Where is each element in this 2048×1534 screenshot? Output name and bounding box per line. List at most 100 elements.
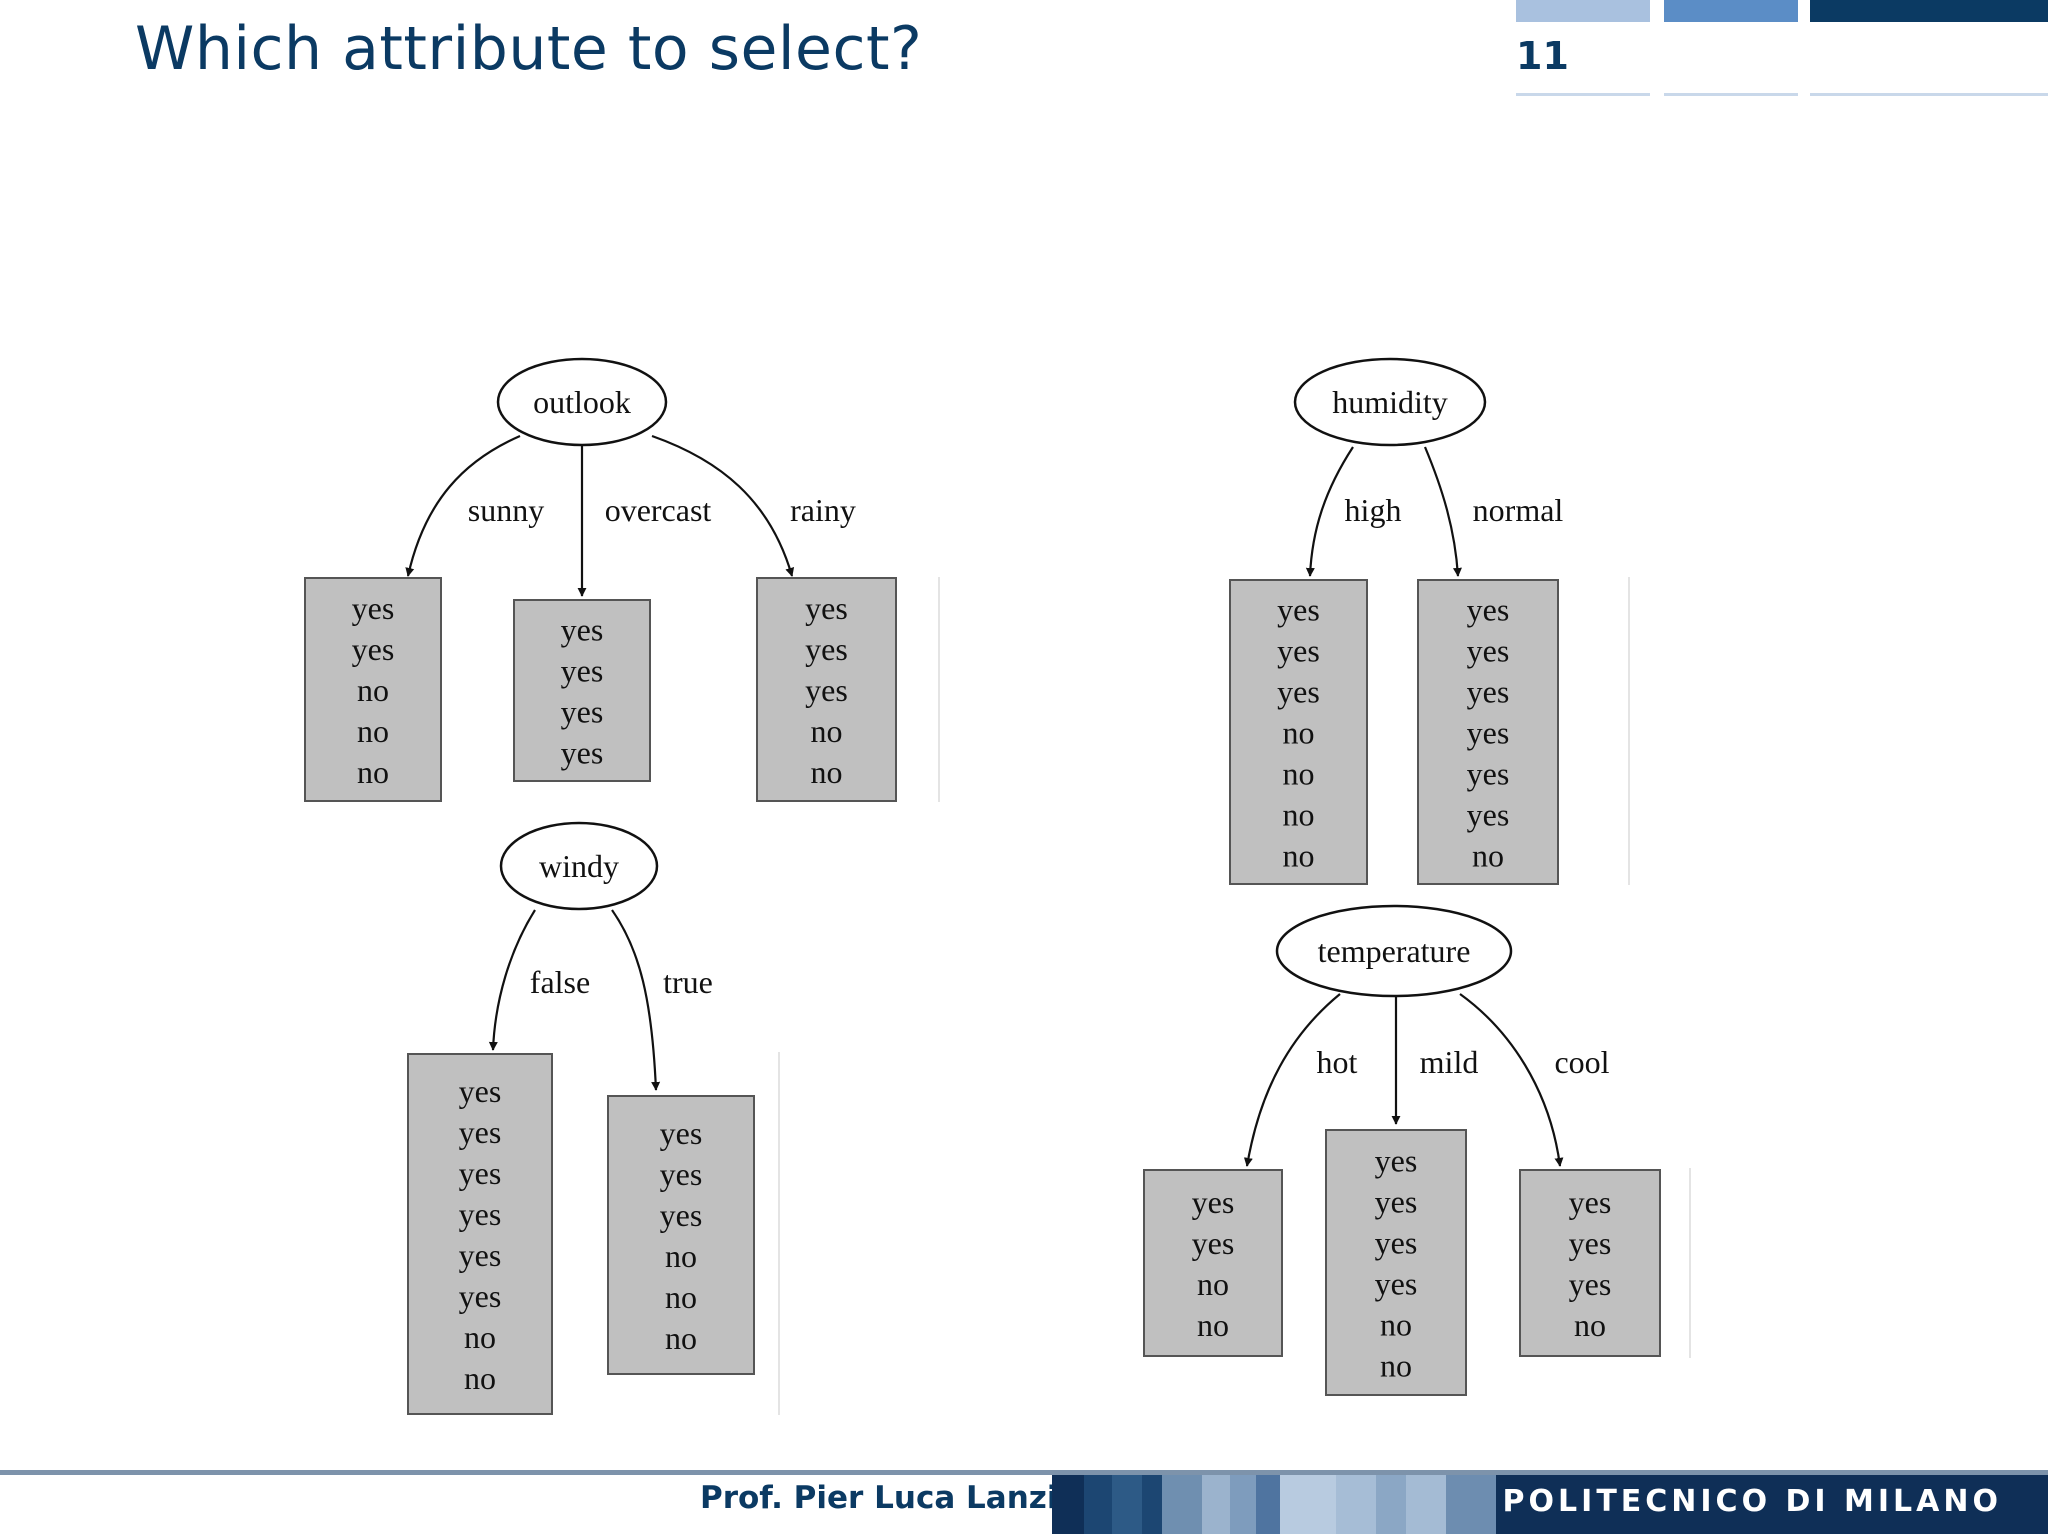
leaf-instance-yes: yes [1277, 673, 1320, 709]
attribute-node-label: outlook [533, 384, 631, 420]
leaf-instance-yes: yes [1467, 755, 1510, 791]
leaf-instance-yes: yes [1192, 1225, 1235, 1261]
header-decoration-dark [1810, 0, 2048, 22]
leaf-instance-yes: yes [805, 631, 848, 667]
footer-brand-bar [1052, 1475, 2048, 1534]
footer-author: Prof. Pier Luca Lanzi [700, 1480, 1058, 1516]
branch-edge-cool [1459, 993, 1564, 1167]
leaf-instance-yes: yes [1277, 632, 1320, 668]
attribute-node-label: humidity [1332, 384, 1448, 420]
leaf-instance-yes: yes [459, 1114, 502, 1150]
leaf-instance-no: no [1472, 837, 1504, 873]
leaf-box-temperature-cool [1519, 1169, 1661, 1357]
leaf-instance-yes: yes [1375, 1183, 1418, 1219]
leaf-instance-no: no [1197, 1307, 1229, 1343]
leaf-instance-no: no [1380, 1347, 1412, 1383]
header-rule-3 [1810, 93, 2048, 96]
branch-label-normal: normal [1473, 492, 1564, 528]
tree-temperature: temperature hot yes yes no no mild yes yes yes yes… [1143, 904, 1691, 1396]
leaf-instance-yes: yes [805, 672, 848, 708]
leaf-instance-no: no [1380, 1306, 1412, 1342]
leaf-instance-no: no [464, 1360, 496, 1396]
leaf-instance-no: no [1574, 1307, 1606, 1343]
branch-label-sunny: sunny [468, 492, 544, 528]
branch-edge-rainy [651, 434, 795, 577]
leaf-instance-yes: yes [1375, 1265, 1418, 1301]
leaf-instance-yes: yes [1375, 1224, 1418, 1260]
trees-layer: outlook sunny yes yes no no no overcast yes yes ye… [304, 357, 1691, 1415]
footer-rule [0, 1470, 2048, 1475]
attribute-node-windy [499, 821, 659, 911]
leaf-instance-yes: yes [459, 1278, 502, 1314]
branch-label-overcast: overcast [605, 492, 712, 528]
attribute-node-label: windy [539, 848, 619, 884]
leaf-instance-no: no [464, 1319, 496, 1355]
leaf-instance-yes: yes [1569, 1266, 1612, 1302]
leaf-instance-no: no [357, 672, 389, 708]
leaf-instance-yes: yes [459, 1237, 502, 1273]
header-decoration-light [1516, 0, 1650, 22]
leaf-instance-yes: yes [459, 1196, 502, 1232]
leaf-instance-yes: yes [1569, 1184, 1612, 1220]
leaf-instance-yes: yes [1467, 796, 1510, 832]
leaf-instance-no: no [1283, 714, 1315, 750]
leaf-instance-yes: yes [561, 652, 604, 688]
leaf-instance-no: no [1283, 837, 1315, 873]
leaf-instance-no: no [1283, 796, 1315, 832]
branch-edge-normal [1423, 446, 1462, 577]
branch-label-rainy: rainy [790, 492, 856, 528]
leaf-instance-yes: yes [459, 1155, 502, 1191]
leaf-box-temperature-mild [1325, 1129, 1467, 1396]
header-rule-2 [1664, 93, 1798, 96]
leaf-box-humidity-high [1229, 579, 1368, 885]
leaf-box-outlook-sunny [304, 577, 442, 802]
leaf-instance-yes: yes [352, 631, 395, 667]
leaf-instance-no: no [1283, 755, 1315, 791]
leaf-instance-no: no [665, 1238, 697, 1274]
leaf-instance-yes: yes [1467, 632, 1510, 668]
branch-label-mild: mild [1420, 1044, 1479, 1080]
branch-edge-false [488, 909, 536, 1051]
branch-label-true: true [663, 964, 713, 1000]
tree-windy: windy false yes yes yes yes yes yes no no true yes y… [407, 821, 780, 1415]
branch-label-cool: cool [1554, 1044, 1609, 1080]
leaf-instance-yes: yes [660, 1197, 703, 1233]
leaf-instance-yes: yes [1192, 1184, 1235, 1220]
branch-label-false: false [530, 964, 590, 1000]
branch-edge-sunny [405, 434, 521, 577]
leaf-instance-no: no [357, 754, 389, 790]
branch-label-hot: hot [1317, 1044, 1358, 1080]
branch-label-high: high [1345, 492, 1402, 528]
leaf-box-outlook-overcast [513, 599, 651, 782]
leaf-box-windy-false [407, 1053, 553, 1415]
footer-brand: POLITECNICO DI MILANO [1502, 1484, 2002, 1519]
attribute-node-humidity [1293, 357, 1487, 447]
leaf-instance-no: no [811, 754, 843, 790]
branch-edge-hot [1243, 993, 1341, 1167]
leaf-box-temperature-hot [1143, 1169, 1283, 1357]
leaf-box-windy-true [607, 1095, 755, 1375]
leaf-instance-yes: yes [459, 1073, 502, 1109]
header-rule-1 [1516, 93, 1650, 96]
leaf-instance-yes: yes [1467, 673, 1510, 709]
leaf-instance-yes: yes [1467, 714, 1510, 750]
branch-edge-true [611, 909, 661, 1091]
attribute-node-label: temperature [1318, 933, 1471, 969]
slide-title: Which attribute to select? [135, 14, 923, 84]
leaf-instance-yes: yes [352, 590, 395, 626]
slide-number: 11 [1516, 34, 1569, 78]
leaf-box-outlook-rainy [756, 577, 897, 802]
tree-humidity: humidity high yes yes yes no no no no normal yes ye… [1229, 357, 1630, 885]
leaf-instance-yes: yes [1277, 591, 1320, 627]
leaf-instance-yes: yes [561, 611, 604, 647]
branch-edge-high [1305, 446, 1354, 577]
leaf-instance-no: no [1197, 1266, 1229, 1302]
leaf-instance-yes: yes [805, 590, 848, 626]
attribute-node-temperature [1275, 904, 1513, 998]
leaf-instance-no: no [357, 713, 389, 749]
leaf-instance-yes: yes [561, 734, 604, 770]
leaf-instance-yes: yes [1375, 1142, 1418, 1178]
leaf-instance-yes: yes [660, 1156, 703, 1192]
header-decoration-mid [1664, 0, 1798, 22]
